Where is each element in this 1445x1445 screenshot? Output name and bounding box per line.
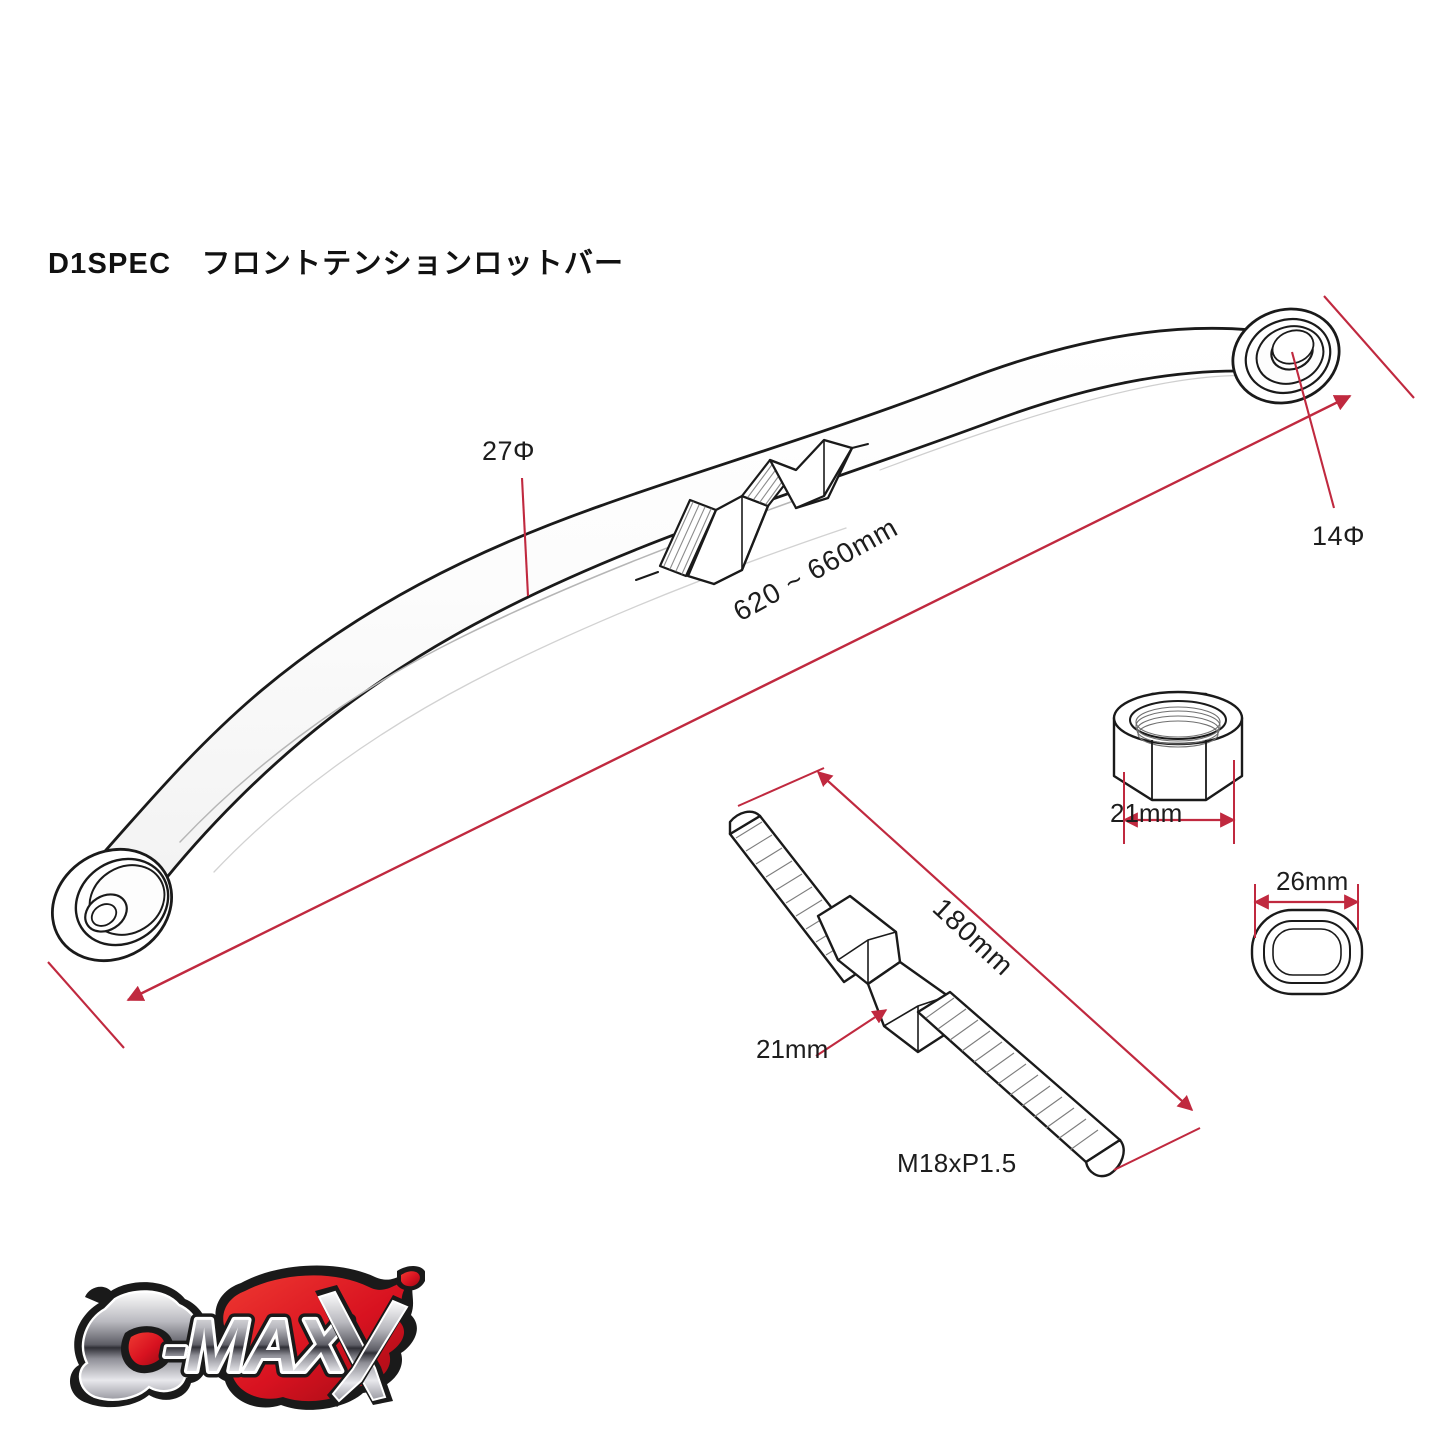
svg-text:-MAX: -MAX xyxy=(163,1304,351,1387)
leader-14phi xyxy=(1290,351,1336,509)
tension-rod-bar-outline xyxy=(50,307,1341,963)
svg-text:-MAX: -MAX xyxy=(163,1304,351,1387)
ext-right-eye xyxy=(1323,295,1415,399)
bar-body xyxy=(90,326,1270,898)
ext-rod-bottom xyxy=(1113,1127,1201,1171)
dim-rod-length xyxy=(816,770,1194,1112)
dmax-logo: -MAX -MAX -MAX xyxy=(69,1265,425,1410)
leader-rod-hex xyxy=(815,1009,888,1057)
label-eye-diameter: 14Φ xyxy=(1312,521,1366,551)
dimension-lines xyxy=(47,295,1415,1171)
ext-left-eye xyxy=(47,961,125,1049)
label-thread-spec: M18xP1.5 xyxy=(897,1148,1017,1178)
logo-d-flame xyxy=(69,1282,210,1408)
dim-overall-length xyxy=(126,394,1352,1002)
hex-nut-part xyxy=(1112,690,1244,802)
svg-text:-MAX: -MAX xyxy=(163,1304,351,1387)
ext-rod-top xyxy=(737,767,825,807)
logo-x-blade xyxy=(315,1285,411,1407)
label-nut-across-flats: 21mm xyxy=(1110,798,1183,828)
label-tube-diameter: 27Φ xyxy=(482,436,536,466)
right-eye-bearing xyxy=(1231,307,1341,405)
page-title: D1SPEC フロントテンションロットバー xyxy=(48,248,625,280)
label-bushing-width: 26mm xyxy=(1276,866,1349,896)
oval-bushing-part xyxy=(1250,908,1364,996)
label-rod-hex-flats: 21mm xyxy=(756,1034,829,1064)
logo-wordmark: -MAX -MAX -MAX xyxy=(157,1298,360,1394)
leader-27phi xyxy=(520,477,530,597)
